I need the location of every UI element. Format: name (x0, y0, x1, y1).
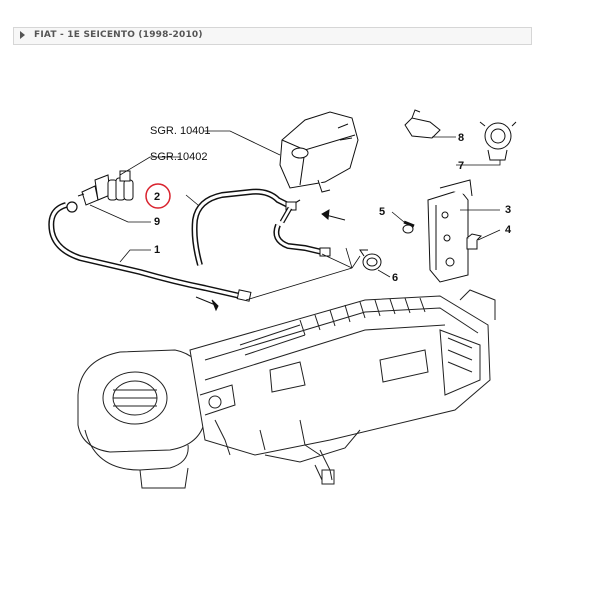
breadcrumb-text[interactable]: FIAT - 1E SEICENTO (1998-2010) (34, 30, 203, 40)
heater-unit (77, 289, 496, 489)
part-label-6[interactable]: 6 (392, 272, 398, 284)
ref-sgr-10402: SGR.10402 (150, 151, 207, 163)
clamp-6 (359, 249, 382, 271)
screw-5 (402, 220, 415, 234)
clip-4 (466, 233, 482, 250)
part-label-9[interactable]: 9 (154, 216, 160, 228)
part-label-2[interactable]: 2 (154, 191, 160, 203)
bracket-8 (404, 109, 441, 139)
part-label-8[interactable]: 8 (458, 132, 464, 144)
part-label-1[interactable]: 1 (154, 244, 160, 256)
ref-sgr-10401: SGR. 10401 (150, 125, 211, 137)
connector-7 (479, 121, 517, 161)
bracket-3 (427, 179, 473, 283)
hose-2 (191, 188, 331, 266)
highlight-ring (145, 183, 171, 209)
part-label-3[interactable]: 3 (505, 204, 511, 216)
expansion-tank (279, 111, 359, 193)
leader-lines (89, 130, 501, 301)
part-label-5[interactable]: 5 (379, 206, 385, 218)
caret-right-icon (20, 31, 25, 39)
hose-1 (48, 201, 252, 302)
part-label-7[interactable]: 7 (458, 160, 464, 172)
part-label-4[interactable]: 4 (505, 224, 512, 236)
flow-arrows (195, 209, 346, 312)
coupling-9 (77, 170, 134, 206)
breadcrumb[interactable]: FIAT - 1E SEICENTO (1998-2010) (13, 27, 532, 45)
